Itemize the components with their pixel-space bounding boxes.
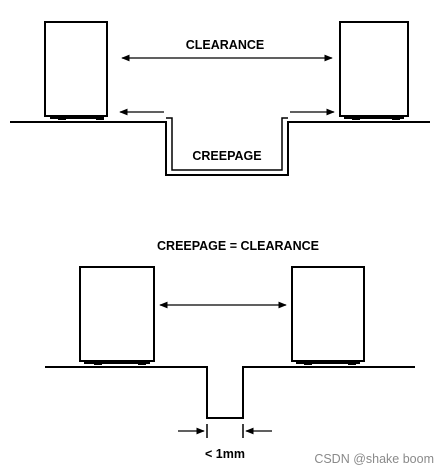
clearance-label: CLEARANCE — [186, 38, 264, 52]
board-slot-outline-outer — [10, 121, 430, 176]
board-slot-outline-inner — [166, 117, 288, 171]
gap-label: < 1mm — [205, 447, 245, 461]
component-right-2 — [291, 266, 365, 362]
figure-creepage-equals-clearance: CREEPAGE = CLEARANCE < 1mm — [45, 239, 415, 461]
component-left-2 — [79, 266, 155, 362]
component-left — [44, 21, 108, 117]
figure-clearance-creepage: CLEARANCE CREEPAGE — [10, 21, 430, 176]
watermark: CSDN @shake boom — [314, 452, 434, 466]
component-right — [339, 21, 409, 117]
board-narrow-slot — [45, 366, 415, 419]
creepage-label: CREEPAGE — [192, 149, 261, 163]
figure2-title: CREEPAGE = CLEARANCE — [157, 239, 319, 253]
